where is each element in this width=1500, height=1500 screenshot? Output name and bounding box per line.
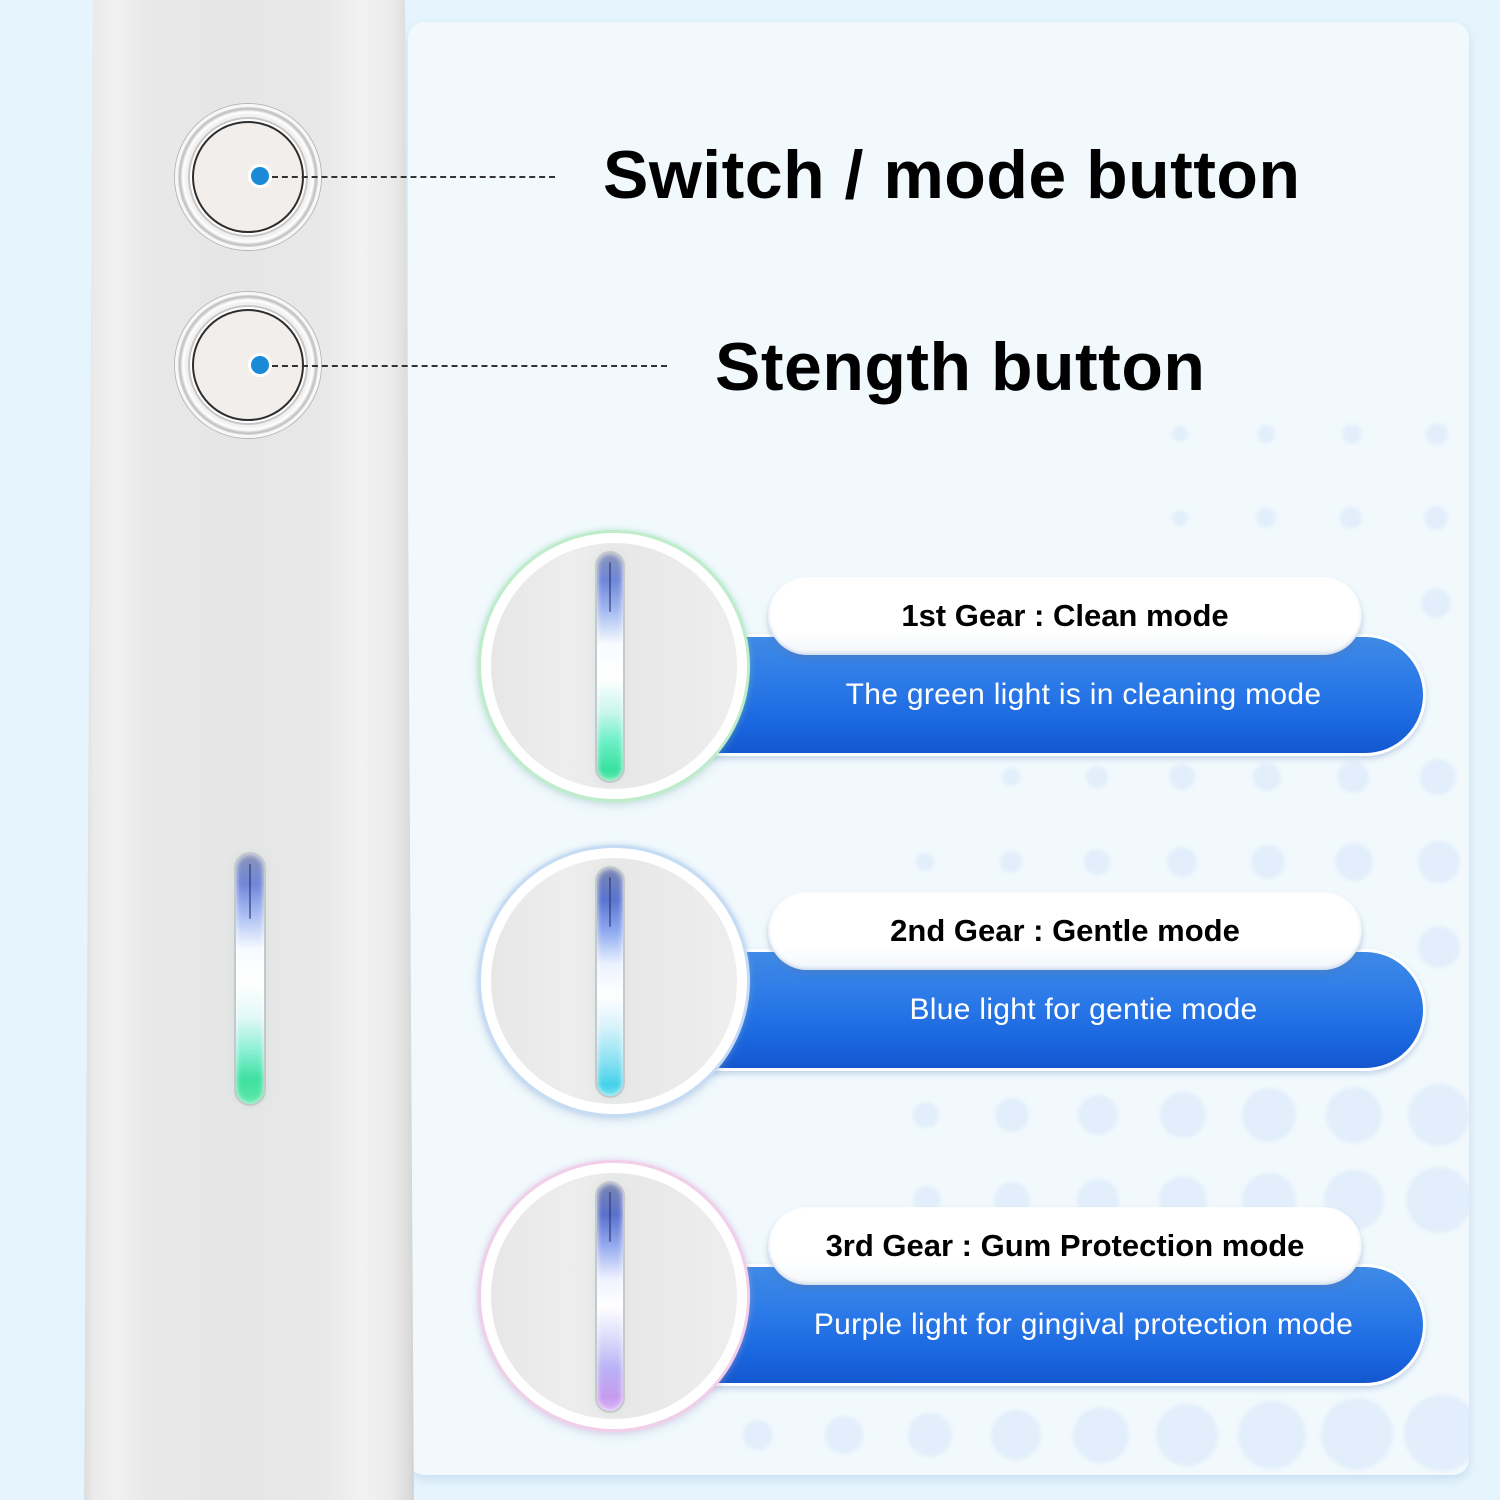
decorative-dot — [991, 1410, 1041, 1460]
gear-1-title-pill: 1st Gear : Clean mode — [768, 577, 1362, 655]
decorative-dot — [1242, 1088, 1296, 1142]
toothbrush-handle — [84, 0, 414, 1500]
decorative-dot — [1253, 763, 1281, 791]
decorative-dot — [1418, 841, 1460, 883]
decorative-dot — [1337, 761, 1369, 793]
switch-button-marker-dot — [248, 164, 272, 188]
gear-3-title-pill: 3rd Gear : Gum Protection mode — [768, 1207, 1362, 1285]
decorative-dot — [1086, 766, 1108, 788]
decorative-dot — [1321, 1398, 1393, 1470]
strength-button-label: Stength button — [715, 329, 1206, 405]
gear-2-title: 2nd Gear : Gentle mode — [890, 913, 1240, 948]
gear-1-title: 1st Gear : Clean mode — [901, 598, 1229, 633]
decorative-dot — [1257, 425, 1275, 443]
gear-3-light-zoom — [478, 1160, 750, 1432]
decorative-dot — [1156, 1404, 1218, 1466]
decorative-dot — [1073, 1407, 1129, 1463]
decorative-dot — [1169, 764, 1195, 790]
gear-2-title-pill: 2nd Gear : Gentle mode — [768, 892, 1362, 970]
handle-led-indicator — [234, 852, 266, 1106]
gear-2-light-zoom — [478, 845, 750, 1117]
decorative-dot — [1238, 1401, 1306, 1469]
switch-mode-button-label: Switch / mode button — [603, 137, 1301, 213]
gear-3-purple-led-icon — [595, 1181, 625, 1413]
decorative-dot — [1084, 849, 1110, 875]
decorative-dot — [995, 1098, 1029, 1132]
decorative-dot — [1172, 510, 1188, 526]
decorative-dot — [908, 1413, 952, 1457]
decorative-dot — [913, 1102, 939, 1128]
switch-button-leader-line — [272, 176, 555, 178]
decorative-dot — [1078, 1095, 1118, 1135]
decorative-dot — [1406, 1167, 1469, 1233]
decorative-dot — [1418, 926, 1460, 968]
decorative-dot — [1424, 506, 1448, 530]
gear-3-description: Purple light for gingival protection mod… — [813, 1308, 1354, 1341]
decorative-dot — [1335, 843, 1373, 881]
decorative-dot — [825, 1416, 863, 1454]
decorative-dot — [1002, 768, 1020, 786]
gear-3-title: 3rd Gear : Gum Protection mode — [825, 1228, 1305, 1263]
decorative-dot — [916, 853, 934, 871]
decorative-dot — [1408, 1084, 1469, 1146]
decorative-dot — [1420, 759, 1456, 795]
decorative-dot — [1251, 845, 1285, 879]
decorative-dot — [743, 1420, 773, 1450]
decorative-dot — [1256, 508, 1276, 528]
strength-button-marker-dot — [248, 353, 272, 377]
gear-1-green-led-icon — [595, 551, 625, 783]
decorative-dot — [1421, 588, 1451, 618]
decorative-dot — [1172, 426, 1188, 442]
gear-2-description: Blue light for gentie mode — [909, 993, 1258, 1026]
decorative-dot — [1326, 1087, 1382, 1143]
strength-button-leader-line — [272, 365, 667, 367]
decorative-dot — [1000, 851, 1022, 873]
decorative-dot — [1404, 1395, 1469, 1471]
gear-1-description: The green light is in cleaning mode — [845, 678, 1322, 711]
decorative-dot — [1426, 423, 1448, 445]
decorative-dot — [1167, 847, 1197, 877]
gear-1-light-zoom — [478, 530, 750, 802]
gear-2-blue-led-icon — [595, 866, 625, 1098]
decorative-dot — [1340, 507, 1362, 529]
decorative-dot — [1342, 424, 1362, 444]
decorative-dot — [1160, 1092, 1206, 1138]
